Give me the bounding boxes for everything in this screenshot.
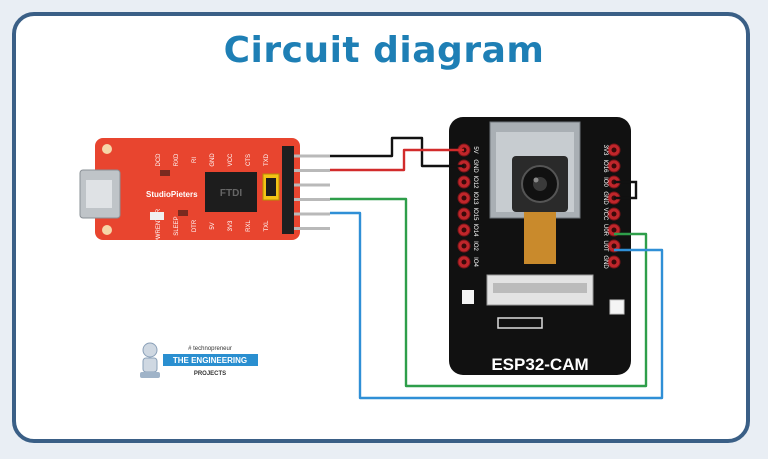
mount-hole [102, 144, 112, 154]
ftdi-bottom-pin-label: TXL [264, 220, 270, 232]
camera-ribbon [524, 212, 556, 264]
wire [330, 211, 664, 400]
ftdi-top-pin-label: RI [192, 157, 198, 163]
engineering-projects-logo: # technopreneur THE ENGINEERING PROJECTS [140, 342, 258, 378]
ftdi-header-pin [294, 183, 330, 187]
ftdi-bottom-pin-label: SLEEP [174, 216, 180, 235]
esp-pin-label: GND [602, 255, 608, 269]
esp-pin-hole [611, 211, 617, 217]
lens-glare [533, 177, 539, 183]
ftdi-bottom-pin-label: RXL [246, 220, 252, 232]
robot-icon [140, 342, 160, 378]
esp-pin-hole [611, 227, 617, 233]
esp32-label: ESP32-CAM [491, 355, 588, 374]
ftdi-bottom-pin-label: DTR [192, 219, 198, 232]
esp-pin-label: 3V3 [602, 145, 608, 156]
wires [330, 136, 664, 400]
esp-pin-label: U0R [602, 224, 608, 237]
esp-pin-label: IO14 [472, 223, 478, 237]
esp-pin-label: IO13 [472, 191, 478, 205]
esp-pin-label: U0T [602, 240, 608, 252]
ftdi-top-pin-label: CTS [246, 154, 252, 166]
esp-pin-label: 5V [472, 146, 478, 153]
esp-pin-label: VCC [602, 208, 608, 221]
esp-pin-hole [611, 243, 617, 249]
esp-pin-hole [461, 259, 467, 265]
esp-pin-hole [611, 259, 617, 265]
esp-pin-label: IO15 [472, 207, 478, 221]
smd-part [178, 210, 188, 216]
flash-led [609, 299, 625, 315]
esp-pin-hole [611, 163, 617, 169]
ftdi-bottom-pin-label: 5V [210, 222, 216, 229]
ftdi-header [282, 146, 294, 234]
ftdi-header-pin [294, 227, 330, 230]
reset-button [497, 317, 543, 329]
ftdi-top-pin-label: RXD [174, 153, 180, 166]
ftdi-header-pin [294, 212, 330, 216]
led [150, 212, 164, 220]
ftdi-pcb [95, 138, 300, 240]
wire [330, 148, 464, 172]
jumper-cap [266, 178, 276, 196]
ftdi-brand: StudioPieters [146, 190, 198, 199]
ftdi-top-pin-label: GND [210, 153, 216, 167]
smd-part [160, 170, 170, 176]
ftdi-top-pin-label: VCC [228, 153, 234, 166]
esp-pin-label: GND [602, 191, 608, 205]
ftdi-top-pin-label: TXD [264, 153, 270, 166]
ftdi-chip [205, 172, 257, 212]
logo-banner [163, 354, 258, 366]
ftdi-header-pin [294, 169, 330, 172]
ftdi-header-pin [294, 154, 330, 158]
wire [330, 197, 648, 388]
esp-pin-hole [461, 195, 467, 201]
esp-pin-label: IO4 [472, 257, 478, 267]
usb-connector-inner [86, 180, 112, 208]
ftdi-board: DCD RXD RI GND VCC CTS TXD PWRENTER SLEEP DTR 5V 3… [79, 138, 330, 243]
smd-part [462, 290, 474, 304]
logo-tagline: # technopreneur [188, 346, 232, 352]
logo-line1: THE ENGINEERING [173, 356, 247, 365]
connector-slot [493, 283, 587, 293]
esp-pin-label: IO16 [602, 159, 608, 173]
ftdi-top-pin-label: DCD [156, 153, 162, 167]
esp-pin-label: IO12 [472, 175, 478, 189]
mount-hole [102, 225, 112, 235]
esp-pin-hole [611, 147, 617, 153]
ftdi-bottom-pin-label: 3V3 [228, 220, 234, 231]
boot-jumper-wire [614, 180, 638, 200]
esp-pin-hole [461, 211, 467, 217]
esp-pin-label: IO0 [602, 177, 608, 187]
ftdi-header-pin [294, 198, 330, 201]
wire [330, 136, 464, 168]
ftdi-chip-label: FTDI [220, 188, 242, 199]
esp-pin-hole [461, 179, 467, 185]
logo-line2: PROJECTS [194, 371, 226, 377]
esp-pin-label: GND [472, 159, 478, 173]
esp-pin-hole [461, 243, 467, 249]
esp-pin-hole [461, 227, 467, 233]
esp-pin-label: IO2 [472, 241, 478, 251]
page-title: Circuit diagram [223, 30, 545, 71]
ftdi-bottom-pin-label: PWRENTER [156, 208, 162, 243]
